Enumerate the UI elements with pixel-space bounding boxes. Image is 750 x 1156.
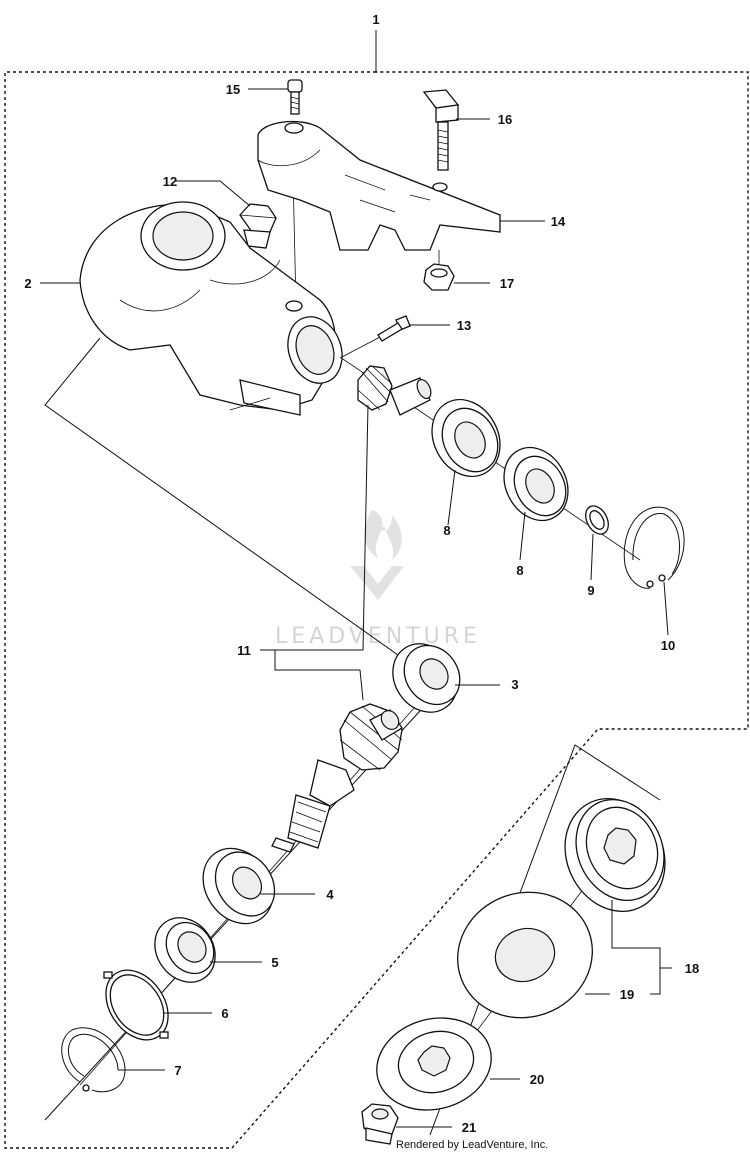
callout-3: 3 [511, 677, 518, 692]
callout-4: 4 [326, 887, 334, 902]
flange-18 [564, 798, 666, 912]
footer-credit: Rendered by LeadVenture, Inc. [396, 1139, 549, 1151]
washer-6 [103, 969, 169, 1041]
screw-16 [422, 89, 460, 171]
screw-13 [339, 315, 411, 359]
bearing-8b [503, 446, 569, 522]
bearing-8a [431, 398, 501, 478]
circlip-7 [61, 1027, 126, 1093]
bearing-4 [202, 847, 276, 925]
callout-13: 13 [457, 318, 471, 333]
callout-10: 10 [661, 638, 675, 653]
watermark: LEADVENTURE [275, 510, 481, 649]
callout-5: 5 [271, 955, 278, 970]
callout-8a: 8 [443, 523, 450, 538]
screw-15 [287, 79, 303, 115]
nut-17 [423, 250, 455, 291]
axis-bracket-upper [44, 337, 406, 661]
plug-12 [239, 203, 277, 249]
callout-12: 12 [163, 174, 177, 189]
callout-8b: 8 [516, 563, 523, 578]
assembly-boundary [4, 71, 749, 1149]
nut-21 [361, 1103, 399, 1145]
callout-labels: 1 2 3 4 5 6 7 8 8 9 10 11 12 13 14 15 16… [24, 12, 699, 1135]
callout-21: 21 [462, 1120, 476, 1135]
callout-19: 19 [620, 987, 634, 1002]
leader-lines [40, 88, 672, 1128]
callout-20: 20 [530, 1072, 544, 1087]
bearing-3 [392, 643, 461, 713]
callout-9: 9 [587, 583, 594, 598]
seal-5 [154, 917, 216, 983]
callout-11: 11 [237, 643, 251, 658]
callout-1: 1 [372, 12, 379, 27]
callout-18: 18 [685, 961, 699, 976]
axis-bracket-right [429, 744, 661, 1136]
support-cup-20 [376, 1017, 492, 1111]
ring-9 [585, 505, 609, 535]
callout-14: 14 [551, 214, 566, 229]
callout-16: 16 [498, 112, 512, 127]
circlip-10 [623, 506, 685, 589]
bevel-pinion [357, 365, 432, 416]
callout-17: 17 [500, 276, 514, 291]
bevel-gear-spindle [271, 703, 403, 853]
disc-19 [457, 891, 593, 1019]
clamp-shield [257, 120, 501, 251]
callout-15: 15 [226, 82, 240, 97]
callout-2: 2 [24, 276, 31, 291]
watermark-text: LEADVENTURE [275, 624, 481, 649]
callout-7: 7 [174, 1063, 181, 1078]
callout-6: 6 [221, 1006, 228, 1021]
gear-housing [79, 201, 343, 416]
